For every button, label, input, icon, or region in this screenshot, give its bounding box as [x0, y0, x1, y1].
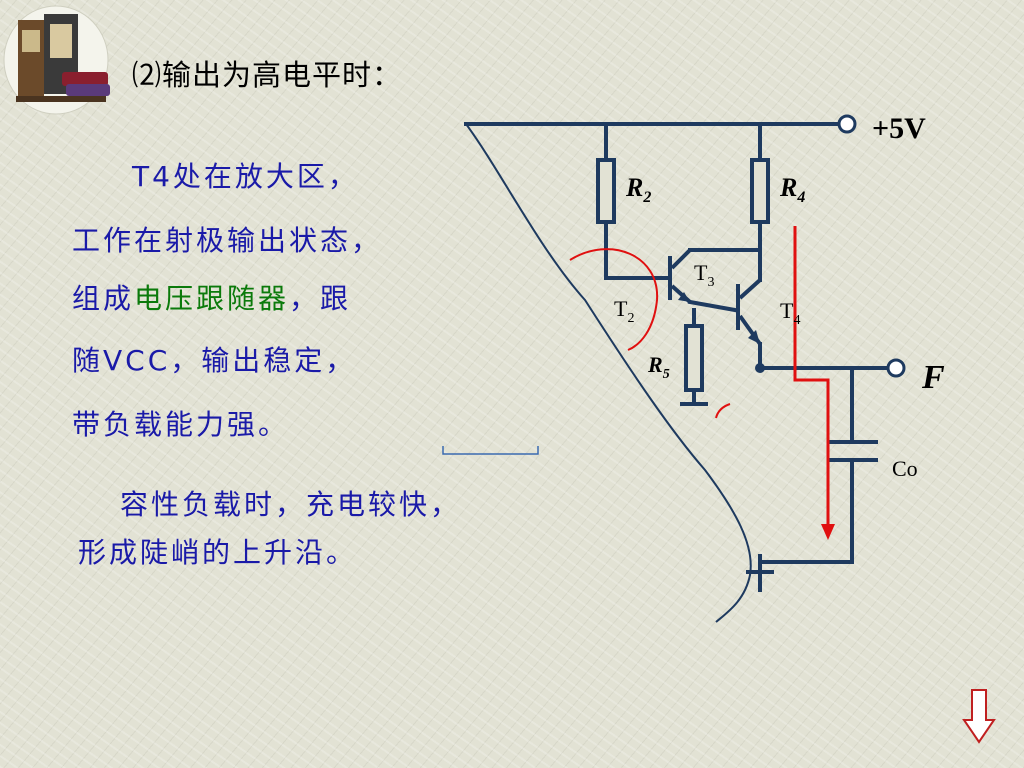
text2-line-2: 形成陡峭的上升沿。: [78, 536, 358, 569]
r5-resistor: [684, 324, 704, 392]
t4-label: T4: [780, 298, 800, 328]
small-highlight-arc: [715, 403, 731, 419]
supply-terminal: [837, 114, 857, 134]
output-node-dot: [755, 363, 765, 373]
t2-label: T2: [614, 296, 634, 326]
r2-resistor: [596, 158, 616, 224]
current-path-arrow: [793, 226, 830, 528]
supply-label: +5V: [872, 112, 926, 145]
output-f-label: F: [921, 359, 945, 396]
output-terminal: [886, 358, 906, 378]
bracket-mark: [442, 446, 539, 455]
t3-emitter-arrow: [678, 292, 690, 302]
current-arrow-head: [821, 524, 835, 540]
book-stack-logo: [3, 5, 110, 115]
down-arrow-nav-icon[interactable]: [962, 688, 996, 744]
r4-resistor: [750, 158, 770, 224]
voltage-follower-term: 电压跟随器: [134, 282, 290, 315]
torn-edge-line: [465, 123, 752, 623]
t4-emitter-arrow: [748, 330, 760, 344]
r2-label: R2: [625, 173, 651, 206]
r5-label: R5: [647, 352, 670, 382]
t3-label: T3: [694, 260, 714, 290]
text-line-2: 工作在射极输出状态，: [72, 224, 383, 257]
text-line-5: 带负载能力强。: [72, 408, 290, 441]
text-line-3: 组成电压跟随器，跟: [72, 282, 351, 316]
text-line-4: 随VCC，输出稳定，: [72, 344, 357, 377]
r4-label: R4: [779, 173, 805, 206]
text2-line-1: 容性负载时，充电较快，: [120, 488, 462, 521]
capacitor-label: Co: [892, 456, 918, 481]
text-line-3-pre: 组成: [72, 282, 135, 315]
text-line-3-post: ，跟: [289, 282, 352, 315]
text-line-1: T4处在放大区，: [132, 160, 359, 193]
t2-highlight-arc: [569, 248, 659, 351]
heading: ⑵输出为高电平时：: [132, 58, 403, 92]
